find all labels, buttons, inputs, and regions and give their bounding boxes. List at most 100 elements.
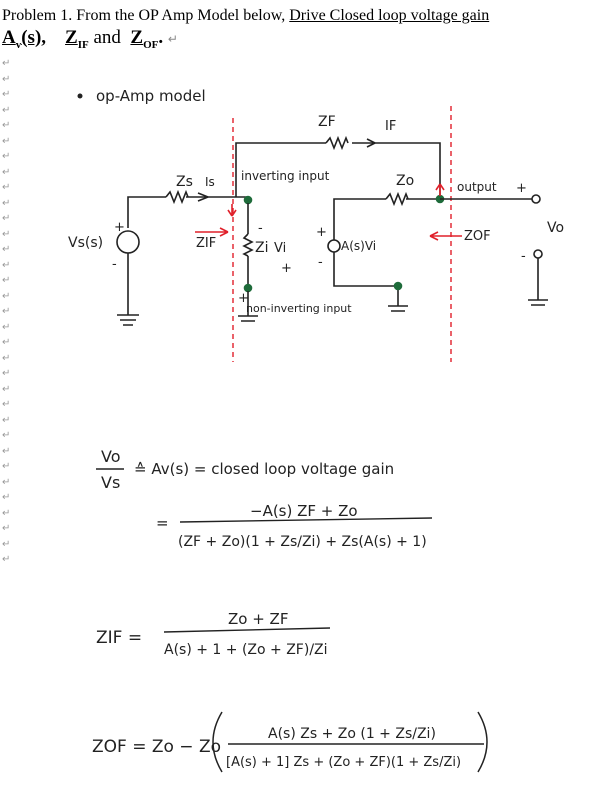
is-label: Is [205, 175, 215, 189]
paragraph-mark-icon: ↵ [2, 73, 11, 85]
output-terminal-icon [531, 194, 541, 204]
if-label: IF [385, 119, 396, 134]
non-inverting-input-label: non-inverting input [246, 302, 352, 315]
feedback-path [235, 135, 441, 198]
problem-line-1: Problem 1. From the OP Amp Model below, … [2, 6, 592, 26]
zf-label: ZF [318, 114, 336, 130]
eq4-numerator: A(s) Zs + Zo (1 + Zs/Zi) [268, 726, 436, 742]
paragraph-mark-icon: ↵ [2, 523, 11, 534]
zif-term: ZIF [65, 27, 89, 51]
left-paren [212, 711, 223, 773]
eq2-denominator: (ZF + Zo)(1 + Zs/Zi) + Zs(A(s) + 1) [178, 534, 427, 550]
zs-label: Zs [176, 174, 193, 190]
eq3-lhs: ZIF = [96, 628, 142, 648]
output-terminal-icon [533, 249, 543, 259]
paragraph-mark-icon: ↵ [167, 32, 178, 46]
paragraph-mark-icon: ↵ [2, 259, 11, 271]
plus-sign: + [316, 225, 327, 240]
ground-icon [117, 314, 139, 326]
eq3-numerator: Zo + ZF [228, 610, 288, 628]
zo-label: Zo [396, 173, 414, 189]
paragraph-mark-icon: ↵ [2, 197, 11, 209]
paragraph-mark-icon: ↵ [2, 368, 11, 379]
plus-sign: + [238, 291, 249, 306]
paragraph-mark-icon: ↵ [2, 104, 11, 116]
paragraph-mark-icon: ↵ [2, 445, 11, 457]
and-text: and [88, 27, 126, 48]
zif-arrow-label: ZIF [196, 236, 216, 251]
problem-task: Drive Closed loop voltage gain [289, 7, 490, 24]
plus-sign: + [516, 181, 527, 196]
eq1-denominator: Vs [101, 473, 120, 492]
paragraph-mark-icon: ↵ [2, 58, 11, 69]
paragraph-mark-icon: ↵ [2, 182, 11, 193]
paragraph-mark-icon: ↵ [2, 383, 11, 395]
zs-resistor-icon [165, 189, 189, 205]
ground-icon [238, 315, 258, 322]
plus-sign: + [114, 220, 125, 235]
zof-term: ZOF [130, 27, 159, 51]
output-circuit [327, 183, 548, 312]
paragraph-mark-icon: ↵ [2, 476, 11, 488]
input-circuit [116, 189, 248, 326]
problem-intro: Problem 1. From the OP Amp Model below, [2, 7, 290, 24]
paragraph-mark-icon: ↵ [2, 213, 11, 224]
dependent-source-label: A(s)Vi [341, 239, 376, 253]
paragraph-mark-icon: ↵ [2, 135, 11, 147]
problem-line-2: Av(s), ZIF and ZOF. ↵ [2, 27, 178, 51]
equals-sign: = [156, 514, 169, 532]
zof-arrow-label: ZOF [464, 229, 491, 244]
inverting-input-label: inverting input [241, 169, 330, 183]
ground-icon [528, 299, 548, 306]
paragraph-mark-icon: ↵ [2, 507, 11, 519]
paragraph-mark-icon: ↵ [2, 244, 11, 255]
paragraph-mark-icon: ↵ [2, 399, 11, 410]
eq1-numerator: Vo [101, 447, 121, 466]
eq4-lhs: ZOF = Zo − Zo [92, 737, 221, 757]
eq4-denominator: [A(s) + 1] Zs + (Zo + ZF)(1 + Zs/Zi) [226, 755, 461, 770]
minus-sign: - [258, 221, 263, 236]
paragraph-mark-icon: ↵ [2, 538, 11, 550]
right-paren [477, 711, 488, 773]
paragraph-mark-icon: ↵ [2, 275, 11, 286]
ground-icon [388, 305, 408, 312]
zi-branch [195, 195, 258, 322]
minus-sign: - [318, 255, 323, 270]
paragraph-mark-icon: ↵ [2, 89, 11, 100]
paragraph-mark-icon: ↵ [2, 492, 11, 503]
fraction-bar [163, 627, 331, 633]
boundary-lines [232, 106, 452, 362]
vs-source-label: Vs(s) [68, 235, 103, 251]
paragraph-mark-icon: ↵ [2, 120, 11, 131]
vo-label: Vo [547, 220, 564, 236]
paragraph-mark-icon: ↵ [2, 306, 11, 317]
paragraph-mark-icon: ↵ [2, 352, 11, 364]
zo-resistor-icon [385, 191, 409, 207]
paragraph-mark-icon: ↵ [2, 461, 11, 472]
vi-label: Vi [274, 241, 286, 256]
bullet-icon [77, 93, 83, 99]
av-term: Av(s), [2, 27, 47, 51]
paragraph-mark-icon: ↵ [2, 166, 11, 178]
eq2-numerator: −A(s) ZF + Zo [250, 502, 358, 520]
zf-resistor-icon [325, 135, 349, 151]
ground-node-icon [393, 281, 403, 291]
paragraph-mark-icon: ↵ [2, 554, 11, 565]
eq3-denominator: A(s) + 1 + (Zo + ZF)/Zi [164, 642, 328, 658]
opamp-model-label: op-Amp model [96, 87, 206, 105]
minus-sign: - [521, 249, 526, 264]
paragraph-mark-icon: ↵ [2, 151, 11, 162]
fraction-bar [179, 517, 433, 523]
paragraph-mark-icon: ↵ [2, 430, 11, 441]
paragraph-mark-icon: ↵ [2, 290, 11, 302]
output-label: output [457, 180, 497, 194]
paragraph-mark-icon: ↵ [2, 228, 11, 240]
zi-label: Zi [255, 240, 268, 256]
inverting-node-icon [243, 195, 253, 205]
problem-heading: Problem 1. From the OP Amp Model below, … [2, 6, 592, 57]
paragraph-marks: ↵↵↵↵↵↵↵↵↵↵↵↵↵↵↵↵↵↵↵↵↵↵↵↵↵↵↵↵↵↵↵↵↵ [2, 56, 16, 568]
plus-sign: + [281, 261, 292, 276]
paragraph-mark-icon: ↵ [2, 337, 11, 348]
minus-sign: - [112, 257, 117, 272]
